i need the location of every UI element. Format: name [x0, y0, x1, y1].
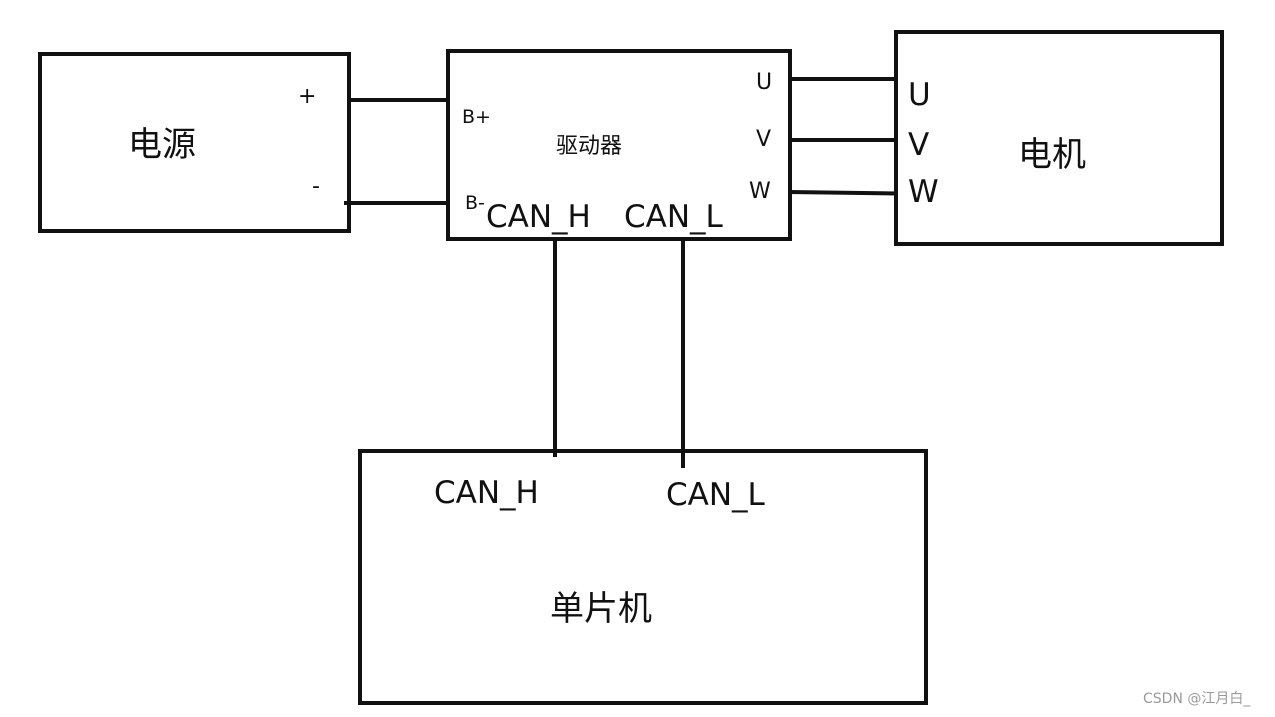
motor-label: 电机: [1018, 135, 1086, 175]
mcu-can-h-label: CAN_H: [434, 475, 539, 511]
mcu-label: 单片机: [550, 589, 652, 629]
driver-v-label: V: [756, 127, 772, 152]
motor-w-label: W: [908, 174, 939, 210]
motor-u-label: U: [908, 77, 931, 113]
power-minus-label: -: [312, 174, 320, 199]
wire-w: [788, 190, 897, 196]
power-supply-box: [38, 52, 351, 233]
driver-label: 驱动器: [556, 134, 623, 159]
driver-can-l-label: CAN_L: [624, 199, 723, 235]
wire-b-plus: [348, 98, 448, 102]
motor-v-label: V: [908, 127, 930, 163]
wire-u: [789, 77, 896, 81]
driver-b-minus-label: B-: [465, 192, 485, 214]
wire-can-l: [681, 239, 685, 468]
mcu-can-l-label: CAN_L: [666, 477, 765, 513]
motor-box: [894, 30, 1224, 246]
driver-b-plus-label: B+: [462, 106, 491, 128]
wire-b-minus: [344, 201, 448, 205]
driver-u-label: U: [756, 70, 773, 95]
driver-box: [446, 49, 792, 241]
wire-can-h: [553, 239, 557, 457]
wire-v: [789, 138, 896, 142]
driver-can-h-label: CAN_H: [486, 199, 591, 235]
watermark-text: CSDN @江月白_: [1143, 691, 1251, 707]
mcu-box: [358, 449, 928, 705]
power-plus-label: +: [298, 84, 317, 109]
driver-w-label: W: [749, 179, 771, 204]
power-supply-label: 电源: [128, 125, 196, 165]
